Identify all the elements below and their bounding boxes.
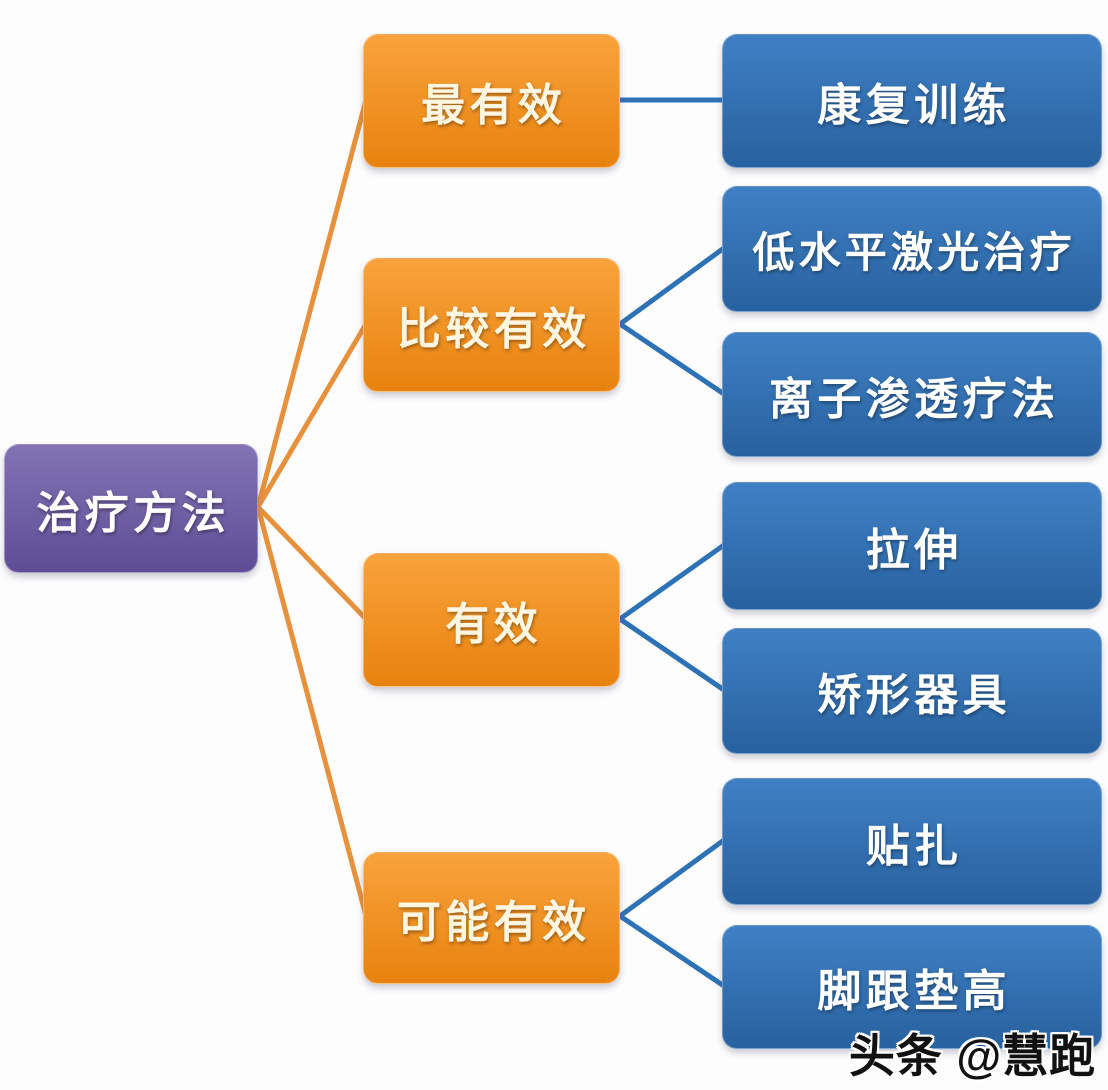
branch-node-possibly-effective: 可能有效 xyxy=(363,852,620,984)
connector-root-fairly-effective xyxy=(255,321,369,510)
connector-root-effective xyxy=(255,504,369,622)
connector-root-possibly-effective xyxy=(255,504,369,919)
connector-possibly-effective-heellift xyxy=(617,913,727,989)
leaf-node-stretching: 拉伸 xyxy=(722,482,1102,610)
branch-node-most-effective: 最有效 xyxy=(363,34,620,168)
branch-node-fairly-effective: 比较有效 xyxy=(363,258,620,392)
connector-fairly-effective-ionto xyxy=(617,321,727,397)
leaf-node-rehabilitation-training: 康复训练 xyxy=(722,34,1102,168)
leaf-node-taping: 贴扎 xyxy=(722,778,1102,905)
root-node-treatment-methods: 治疗方法 xyxy=(4,444,258,573)
toutiao-huipao-watermark: 头条 @慧跑 xyxy=(848,1030,1096,1082)
branch-node-effective: 有效 xyxy=(363,553,620,687)
connector-fairly-effective-laser xyxy=(617,245,727,327)
leaf-node-low-level-laser-therapy: 低水平激光治疗 xyxy=(722,186,1102,312)
leaf-node-heel-lift: 脚跟垫高 xyxy=(722,925,1102,1049)
connector-effective-orthotics xyxy=(617,616,727,693)
leaf-node-orthotic-devices: 矫形器具 xyxy=(722,628,1102,754)
connector-effective-stretching xyxy=(617,542,727,622)
leaf-node-iontophoresis-therapy: 离子渗透疗法 xyxy=(722,332,1102,457)
connector-root-most-effective xyxy=(255,97,369,510)
connector-possibly-effective-taping xyxy=(617,837,727,919)
